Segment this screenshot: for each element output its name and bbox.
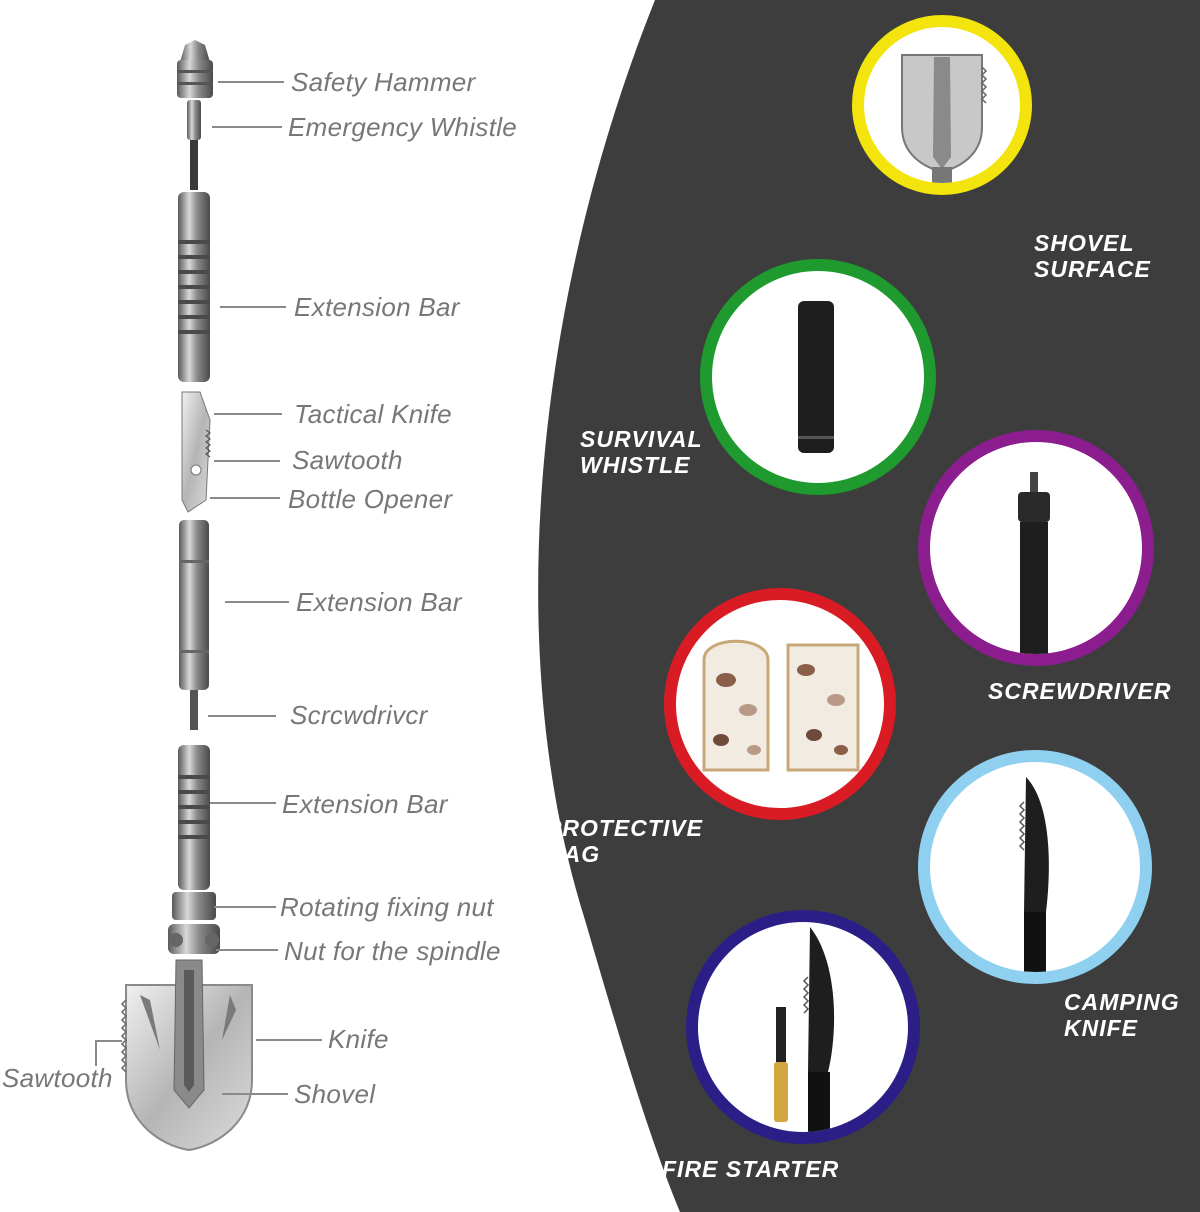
leader-line [218, 81, 284, 83]
sawtooth-label: Sawtooth [2, 1063, 113, 1093]
tactical-knife-part [181, 391, 211, 513]
shovel-surface-image [901, 54, 988, 183]
leader-line [210, 802, 276, 804]
screwdriver-label: Scrcwdrivcr [290, 700, 428, 730]
safety-hammer-part [177, 40, 213, 98]
extension-bar-label: Extension Bar [294, 292, 460, 322]
extension-bar-label: Extension Bar [282, 789, 448, 819]
multitool-illustration [120, 40, 253, 1152]
leader-line [210, 497, 280, 499]
leader-line [95, 1040, 97, 1066]
leader-line [96, 1040, 122, 1042]
extension-bar-3-part [178, 745, 210, 890]
leader-line [225, 601, 289, 603]
extension-bar-label: Extension Bar [296, 587, 462, 617]
camping-knife-image [1018, 777, 1049, 972]
fire-starter-image [774, 927, 835, 1132]
shovel-surface-circle [852, 15, 1032, 195]
screwdriver-line1: SCREWDRIVER [988, 678, 1172, 704]
camping-knife-circle [918, 750, 1152, 984]
camping-knife-line1: CAMPING [1064, 989, 1180, 1015]
whistle-part [187, 100, 201, 140]
knife-label: Knife [328, 1024, 389, 1054]
camping-knife-label: CAMPING KNIFE [1064, 989, 1180, 1041]
protective-bag-line1: PROTECTIVE [546, 815, 703, 841]
tactical-knife-label: Tactical Knife [294, 399, 452, 429]
spindle-nut-part [168, 924, 220, 954]
screwdriver-image [1018, 472, 1050, 654]
leader-line [214, 460, 280, 462]
survival-whistle-line2: WHISTLE [580, 452, 691, 478]
survival-whistle-label: SURVIVAL WHISTLE [580, 426, 703, 478]
extension-bar-1-part [178, 192, 210, 382]
emergency-whistle-label: Emergency Whistle [288, 112, 518, 142]
leader-line [222, 1093, 288, 1095]
screwdriver-feature-label: SCREWDRIVER [988, 678, 1172, 704]
protective-bag-circle [664, 588, 896, 820]
nut-for-spindle-label: Nut for the spindle [284, 936, 501, 966]
leader-line [216, 949, 278, 951]
screwdriver-circle [918, 430, 1154, 666]
survival-whistle-circle [700, 259, 936, 495]
shovel-label: Shovel [294, 1079, 376, 1109]
leader-line [208, 715, 276, 717]
screwdriver-part [190, 690, 198, 730]
sawtooth-label: Sawtooth [292, 445, 403, 475]
shovel-surface-line1: SHOVEL [1034, 230, 1135, 256]
shovel-surface-label: SHOVEL SURFACE [1034, 230, 1151, 282]
protective-bag-image [702, 639, 860, 772]
safety-hammer-label: Safety Hammer [291, 67, 476, 97]
survival-whistle-line1: SURVIVAL [580, 426, 703, 452]
protective-bag-label: PROTECTIVE BAG [546, 815, 703, 867]
shovel-surface-line2: SURFACE [1034, 256, 1151, 282]
leader-line [220, 306, 286, 308]
rotating-nut-part [172, 892, 216, 920]
shovel-head-part [120, 959, 253, 1152]
leader-line [214, 413, 282, 415]
survival-whistle-image [798, 301, 834, 453]
leader-line [212, 126, 282, 128]
bottle-opener-label: Bottle Opener [288, 484, 453, 514]
protective-bag-line2: BAG [546, 841, 601, 867]
extension-bar-2-part [179, 520, 209, 690]
fire-starter-circle [686, 910, 920, 1144]
rotating-fixing-nut-label: Rotating fixing nut [280, 892, 494, 922]
leader-line [214, 906, 276, 908]
camping-knife-line2: KNIFE [1064, 1015, 1138, 1041]
fire-starter-line1: FIRE STARTER [662, 1156, 840, 1182]
leader-line [256, 1039, 322, 1041]
fire-starter-label: FIRE STARTER [662, 1156, 839, 1182]
